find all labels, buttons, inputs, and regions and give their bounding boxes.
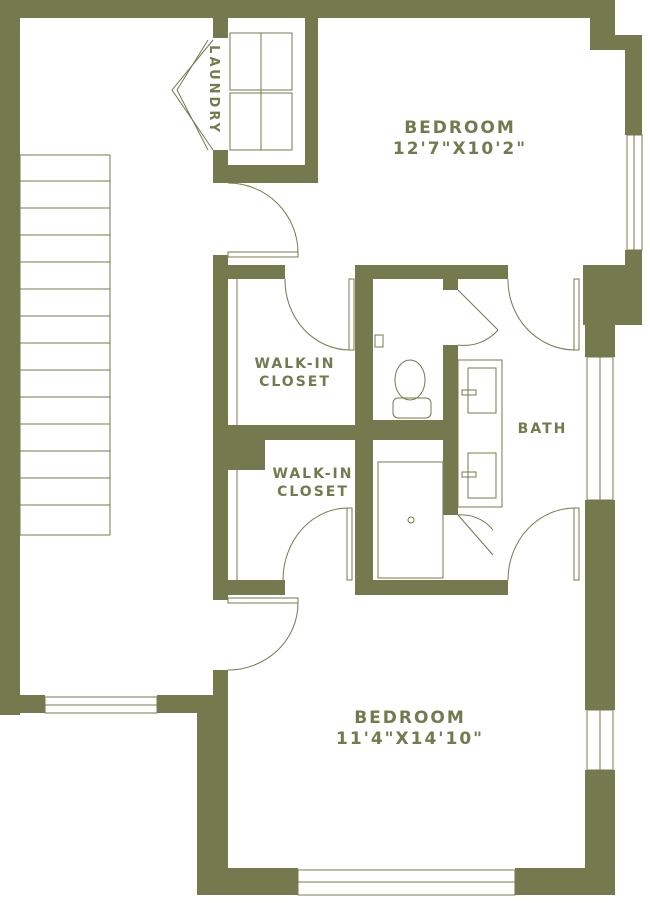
dryer — [229, 92, 293, 151]
fixtures — [19, 32, 643, 896]
closet-top-label: WALK-IN CLOSET — [240, 356, 350, 391]
toilet — [394, 359, 426, 401]
laundry-label: LAUNDRY — [206, 45, 222, 136]
vanity — [457, 359, 503, 508]
closet-bottom-label: WALK-IN CLOSET — [258, 466, 368, 501]
closet-bottom-line1: WALK-IN — [272, 466, 354, 482]
bedroom-top-name: BEDROOM — [404, 118, 516, 138]
bedroom-bottom-name: BEDROOM — [354, 708, 466, 728]
walls — [0, 0, 642, 895]
closet-top-line2: CLOSET — [259, 373, 331, 390]
bedroom-bottom-dimensions: 11'4"X14'10" — [335, 729, 485, 750]
bath-label: BATH — [517, 421, 568, 437]
bedroom-top-dimensions: 12'7"X10'2" — [392, 139, 528, 160]
shower — [377, 461, 444, 579]
stairs — [19, 154, 111, 536]
bedroom-top-label: BEDROOM 12'7"X10'2" — [360, 118, 560, 161]
closet-bottom-line2: CLOSET — [277, 483, 349, 500]
closet-top-line1: WALK-IN — [254, 356, 336, 372]
bedroom-bottom-label: BEDROOM 11'4"X14'10" — [310, 708, 510, 751]
